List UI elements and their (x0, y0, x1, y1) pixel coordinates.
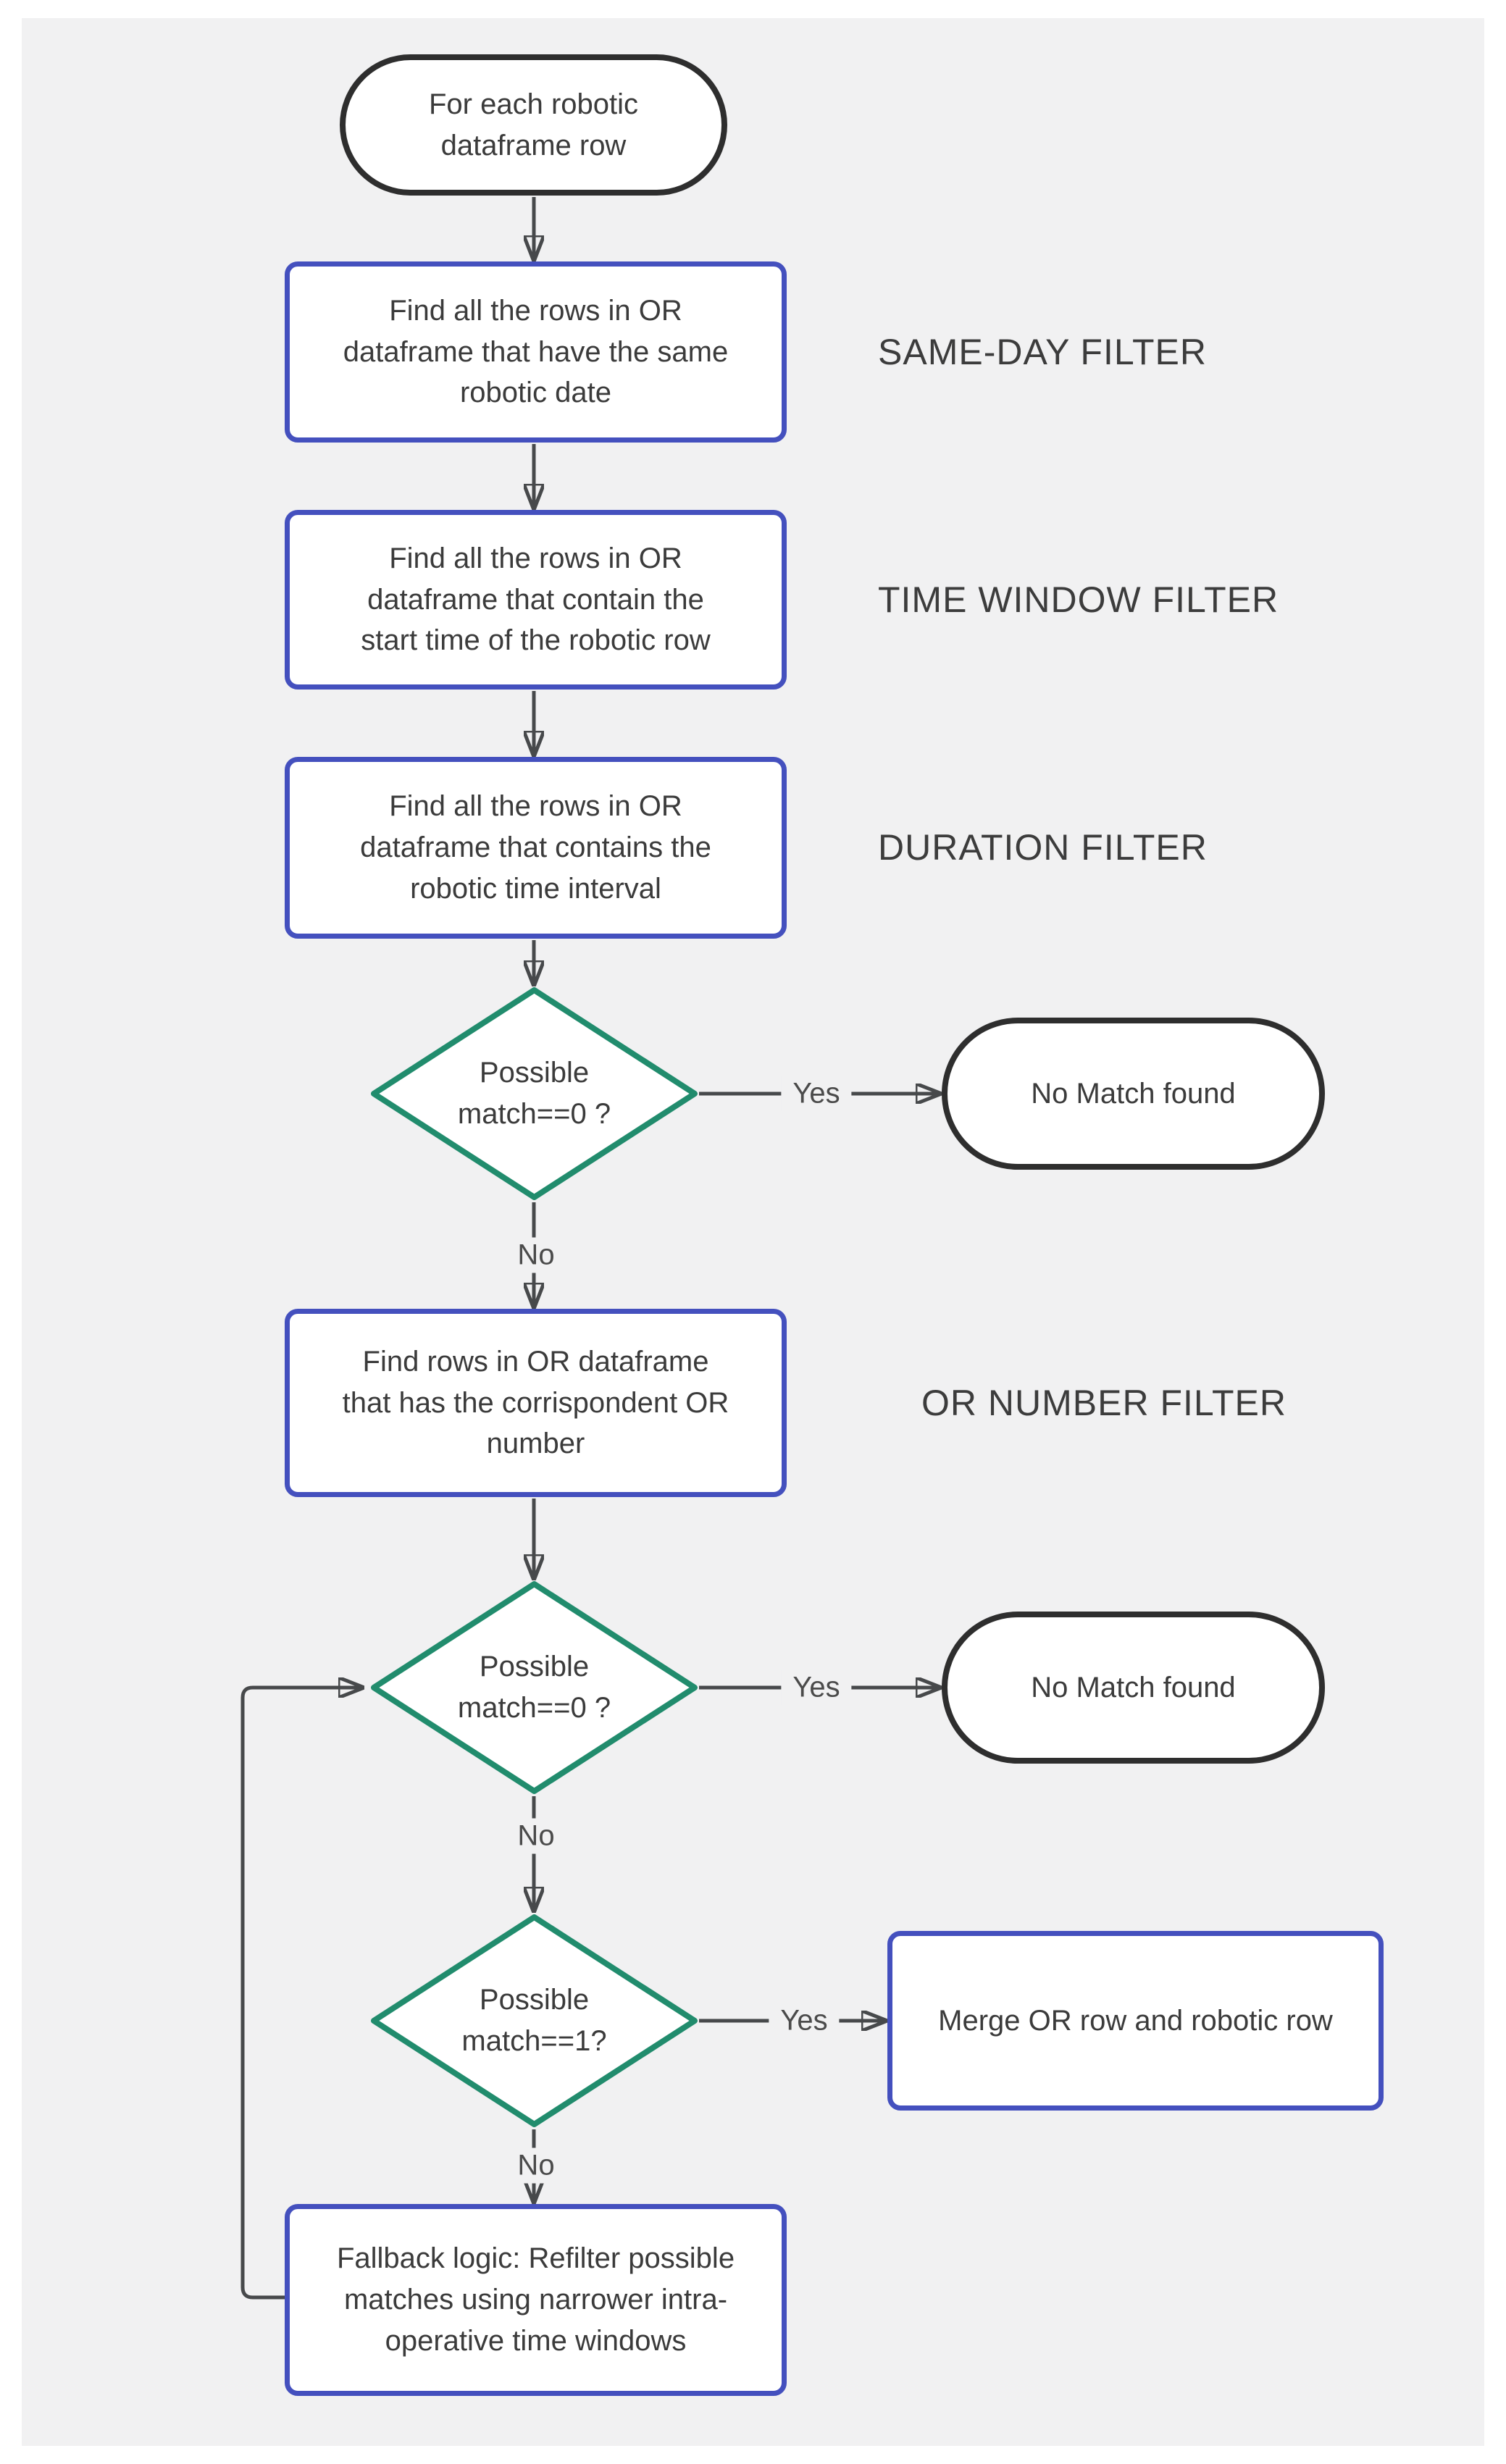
process-duration-filter: Find all the rows in OR dataframe that c… (285, 757, 787, 939)
terminator-no-match-first-label: No Match found (1031, 1077, 1236, 1110)
side-label-same-day-filter: SAME-DAY FILTER (878, 332, 1207, 372)
edge-label-no-2: No (506, 1818, 566, 1854)
decision-possible-match-0-first: Possible match==0 ? (370, 986, 698, 1201)
edge-label-yes-1: Yes (781, 1076, 852, 1112)
terminator-no-match-first: No Match found (942, 1018, 1325, 1170)
terminator-start-label: For each robotic dataframe row (428, 88, 639, 162)
process-merge-rows-label: Merge OR row and robotic row (938, 2004, 1333, 2037)
edge-label-yes-3: Yes (769, 2003, 840, 2039)
decision-possible-match-1-label: Possible match==1? (461, 1984, 607, 2057)
decision-possible-match-0-second: Possible match==0 ? (370, 1580, 698, 1795)
process-same-day-filter-label: Find all the rows in OR dataframe that h… (343, 294, 729, 409)
process-same-day-filter: Find all the rows in OR dataframe that h… (285, 261, 787, 443)
process-merge-rows: Merge OR row and robotic row (887, 1931, 1384, 2111)
process-duration-filter-label: Find all the rows in OR dataframe that c… (360, 790, 711, 905)
side-label-time-window-filter: TIME WINDOW FILTER (878, 579, 1279, 620)
diamond-shape (371, 1914, 698, 2127)
process-fallback-logic: Fallback logic: Refilter possible matche… (285, 2204, 787, 2396)
process-or-number-filter: Find rows in OR dataframe that has the c… (285, 1309, 787, 1497)
process-fallback-logic-label: Fallback logic: Refilter possible matche… (336, 2242, 735, 2357)
process-time-window-filter: Find all the rows in OR dataframe that c… (285, 510, 787, 690)
terminator-no-match-second-label: No Match found (1031, 1671, 1236, 1704)
diamond-shape (371, 987, 698, 1200)
process-time-window-filter-label: Find all the rows in OR dataframe that c… (361, 542, 711, 657)
diamond-shape (371, 1581, 698, 1794)
edge-label-no-1: No (506, 1237, 566, 1273)
decision-possible-match-0-first-label: Possible match==0 ? (457, 1057, 611, 1130)
terminator-no-match-second: No Match found (942, 1612, 1325, 1764)
decision-possible-match-1: Possible match==1? (370, 1914, 698, 2128)
side-label-duration-filter: DURATION FILTER (878, 827, 1208, 868)
process-or-number-filter-label: Find rows in OR dataframe that has the c… (342, 1345, 729, 1460)
edge-label-no-3: No (506, 2147, 566, 2184)
terminator-start: For each robotic dataframe row (340, 54, 727, 196)
side-label-or-number-filter: OR NUMBER FILTER (921, 1383, 1287, 1423)
edge-label-yes-2: Yes (781, 1669, 852, 1706)
decision-possible-match-0-second-label: Possible match==0 ? (457, 1651, 611, 1724)
